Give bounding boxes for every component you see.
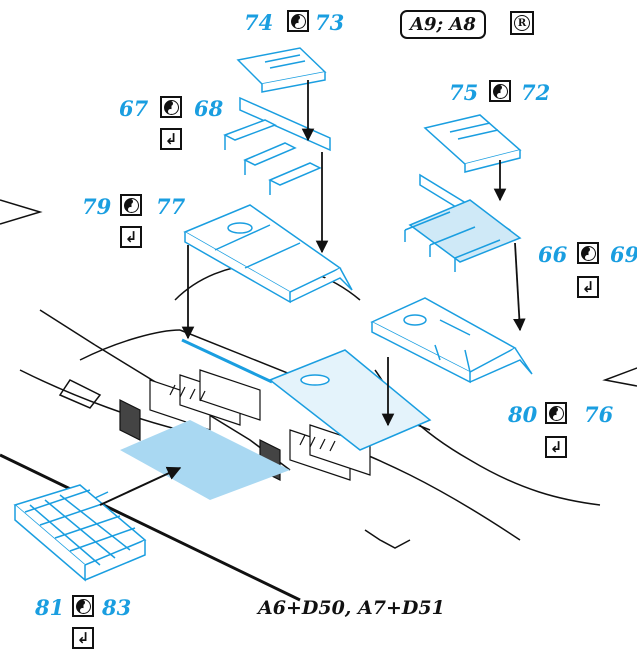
cover-79-77 <box>183 204 353 304</box>
bend-arrow-icon: ↲ <box>545 436 567 458</box>
cover-80-76 <box>370 297 533 384</box>
part-number-79: 79 <box>82 194 112 219</box>
part-number-69: 69 <box>610 242 637 267</box>
yin-yang-icon <box>160 96 182 118</box>
part-number-66: 66 <box>538 242 568 267</box>
cover-75-72 <box>423 114 522 173</box>
cover-74-73 <box>236 47 327 93</box>
bend-glyph: ↲ <box>549 438 563 456</box>
part-number-68: 68 <box>194 96 224 121</box>
part-number-75: 75 <box>449 80 479 105</box>
part-number-74: 74 <box>244 10 274 35</box>
part-number-73: 73 <box>315 10 345 35</box>
assembly-caption: A6+D50, A7+D51 <box>258 597 445 619</box>
yin-yang-icon <box>577 242 599 264</box>
bend-arrow-icon: ↲ <box>72 627 94 649</box>
bend-glyph: ↲ <box>581 278 595 296</box>
yin-yang-icon <box>489 80 511 102</box>
yin-yang-icon <box>120 194 142 216</box>
part-number-76: 76 <box>584 402 614 427</box>
part-number-83: 83 <box>102 595 132 620</box>
bend-arrow-icon: ↲ <box>577 276 599 298</box>
frame-66-69 <box>404 173 522 272</box>
frame-67-68 <box>223 96 331 195</box>
yin-yang-icon <box>72 595 94 617</box>
equipment-bay <box>119 369 371 481</box>
variant-tag: A9; A8 <box>400 10 486 39</box>
bend-glyph: ↲ <box>76 629 90 647</box>
yin-yang-icon <box>545 402 567 424</box>
bend-glyph: ↲ <box>124 228 138 246</box>
part-number-72: 72 <box>521 80 551 105</box>
fret-area <box>120 420 290 500</box>
yin-yang-icon <box>287 10 309 32</box>
part-number-77: 77 <box>156 194 186 219</box>
bend-arrow-icon: ↲ <box>160 128 182 150</box>
part-number-81: 81 <box>35 595 65 620</box>
grille-part <box>13 484 147 582</box>
registered-mark-icon: R <box>510 11 534 35</box>
registered-mark-letter: R <box>514 15 530 31</box>
part-number-67: 67 <box>119 96 149 121</box>
bend-glyph: ↲ <box>164 130 178 148</box>
part-number-80: 80 <box>508 402 538 427</box>
bend-arrow-icon: ↲ <box>120 226 142 248</box>
